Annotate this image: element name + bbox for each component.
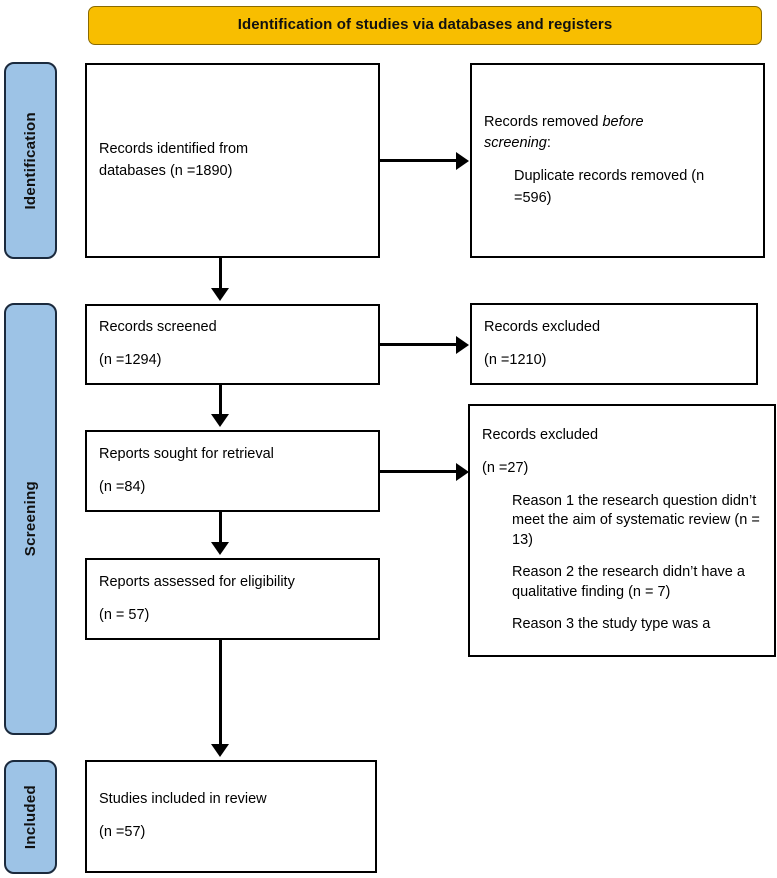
- node-reports-assessed-count: (n = 57): [99, 606, 150, 623]
- node-studies-included: Studies included in review (n =57): [85, 760, 377, 873]
- connector-screened-to-excluded: [380, 343, 460, 346]
- node-records-identified-line1: Records identified from: [99, 141, 249, 158]
- node-records-removed-line1: Records removed before: [484, 113, 751, 132]
- node-records-identified-line2: databases (n =1890): [99, 162, 233, 179]
- exclusion-reason-2: Reason 2 the research didn’t have a qual…: [512, 564, 745, 600]
- node-records-removed-line1-text: Records removed: [484, 114, 603, 131]
- node-records-screened-count: (n =1294): [99, 352, 162, 369]
- node-records-removed: Records removed before screening: Duplic…: [470, 63, 765, 258]
- banner-title: Identification of studies via databases …: [237, 16, 613, 34]
- stage-label-included: Included: [22, 784, 39, 850]
- node-records-removed-duplicates-line2: =596): [514, 189, 552, 206]
- exclusion-reason-3: Reason 3 the study type was a: [512, 616, 711, 633]
- arrowhead-down-icon: [211, 542, 229, 555]
- connector-assessed-to-included: [219, 640, 222, 746]
- diagram-banner: Identification of studies via databases …: [88, 6, 762, 45]
- node-records-excluded-retrieval-count: (n =27): [482, 460, 529, 477]
- connector-identified-to-screened: [219, 258, 222, 292]
- node-records-removed-emphasis-screening: screening: [484, 135, 547, 152]
- node-reports-sought-label: Reports sought for retrieval: [99, 445, 274, 462]
- node-records-excluded-retrieval: Records excluded (n =27) Reason 1 the re…: [468, 404, 776, 657]
- connector-identified-to-removed: [380, 159, 460, 162]
- stage-bar-included: Included: [4, 760, 57, 874]
- connector-sought-to-assessed: [219, 512, 222, 545]
- node-records-screened-label: Records screened: [99, 319, 217, 336]
- node-records-excluded-screening: Records excluded (n =1210): [470, 303, 758, 385]
- arrowhead-right-icon: [456, 152, 469, 170]
- node-records-excluded-retrieval-label: Records excluded: [482, 427, 599, 444]
- stage-bar-screening: Screening: [4, 303, 57, 735]
- node-studies-included-count: (n =57): [99, 824, 146, 841]
- node-records-removed-line2: screening:: [484, 134, 751, 153]
- node-records-excluded-screening-label: Records excluded: [484, 318, 601, 335]
- node-records-identified: Records identified from databases (n =18…: [85, 63, 380, 258]
- node-studies-included-label: Studies included in review: [99, 791, 267, 808]
- node-reports-assessed-label: Reports assessed for eligibility: [99, 573, 295, 590]
- node-records-removed-duplicates-line1: Duplicate records removed (n: [514, 168, 705, 185]
- arrowhead-right-icon: [456, 336, 469, 354]
- arrowhead-down-icon: [211, 744, 229, 757]
- arrowhead-right-icon: [456, 463, 469, 481]
- node-records-removed-colon: :: [546, 135, 551, 152]
- exclusion-reason-1: Reason 1 the research question didn’t me…: [512, 493, 760, 548]
- arrowhead-down-icon: [211, 414, 229, 427]
- node-records-screened: Records screened (n =1294): [85, 304, 380, 385]
- stage-label-screening: Screening: [22, 481, 39, 557]
- node-reports-assessed: Reports assessed for eligibility (n = 57…: [85, 558, 380, 640]
- connector-sought-to-excluded: [380, 470, 460, 473]
- stage-bar-identification: Identification: [4, 62, 57, 259]
- node-records-excluded-screening-count: (n =1210): [484, 351, 547, 368]
- connector-screened-to-sought: [219, 385, 222, 418]
- node-records-removed-emphasis-before: before: [602, 114, 644, 131]
- arrowhead-down-icon: [211, 288, 229, 301]
- stage-label-identification: Identification: [22, 111, 39, 210]
- node-reports-sought-count: (n =84): [99, 478, 146, 495]
- node-reports-sought: Reports sought for retrieval (n =84): [85, 430, 380, 512]
